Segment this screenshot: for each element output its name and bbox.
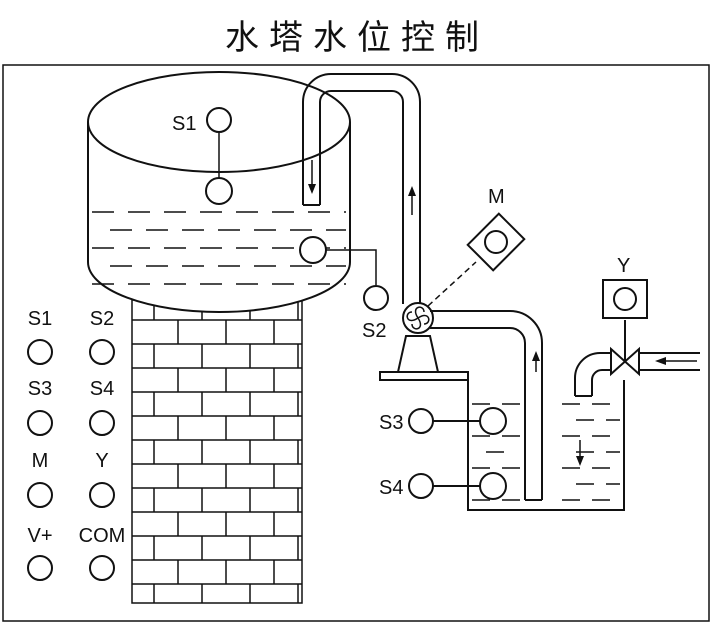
terminal-label: M bbox=[32, 450, 49, 472]
s2-tower-label: S2 bbox=[362, 320, 386, 342]
valve-label: Y bbox=[617, 255, 630, 277]
flow-arrow-up-suction bbox=[532, 351, 540, 372]
terminal-socket[interactable] bbox=[89, 482, 115, 508]
diagram-frame bbox=[2, 64, 710, 622]
terminal-socket[interactable] bbox=[27, 555, 53, 581]
terminal-label: COM bbox=[79, 525, 126, 547]
suction-pipe bbox=[430, 310, 543, 501]
flow-arrow-down-tower bbox=[308, 160, 316, 194]
flow-arrow-down-reservoir bbox=[576, 440, 584, 466]
motor-label: M bbox=[488, 186, 505, 208]
s2-float bbox=[299, 236, 327, 264]
s2-sensor bbox=[363, 285, 389, 311]
tower-water-level bbox=[92, 211, 346, 285]
s1-sensor-top bbox=[206, 107, 232, 133]
s4-sensor bbox=[408, 473, 434, 499]
valve-actuator-icon bbox=[613, 287, 637, 311]
reservoir-tank bbox=[467, 380, 625, 511]
flow-arrow-up-riser bbox=[408, 186, 416, 215]
motor-box bbox=[466, 212, 526, 272]
inlet-pipe bbox=[574, 352, 700, 397]
terminal-label: S4 bbox=[90, 378, 114, 400]
s1-tower-label: S1 bbox=[172, 113, 196, 135]
s4-float bbox=[479, 472, 507, 500]
terminal-label: S2 bbox=[90, 308, 114, 330]
terminal-socket[interactable] bbox=[89, 410, 115, 436]
terminal-socket[interactable] bbox=[89, 339, 115, 365]
pump bbox=[379, 302, 469, 381]
s3-sensor bbox=[408, 408, 434, 434]
s2-wire bbox=[326, 249, 377, 285]
pump-impeller-icon bbox=[406, 306, 430, 330]
terminal-socket[interactable] bbox=[89, 555, 115, 581]
motor-shaft-link bbox=[427, 261, 477, 307]
brick-tower bbox=[131, 299, 303, 604]
terminal-label: V+ bbox=[27, 525, 52, 547]
s3-float bbox=[479, 407, 507, 435]
page-title: 水塔水位控制 bbox=[225, 18, 489, 58]
terminal-label: S3 bbox=[28, 378, 52, 400]
s1-float bbox=[205, 177, 233, 205]
s3-tank-label: S3 bbox=[379, 412, 403, 434]
terminal-socket[interactable] bbox=[27, 339, 53, 365]
terminal-label: S1 bbox=[28, 308, 52, 330]
terminal-socket[interactable] bbox=[27, 482, 53, 508]
flow-arrow-inlet bbox=[655, 357, 697, 365]
valve-body bbox=[610, 320, 640, 377]
riser-pipe bbox=[302, 73, 421, 304]
terminal-socket[interactable] bbox=[27, 410, 53, 436]
terminal-label: Y bbox=[95, 450, 108, 472]
s4-tank-label: S4 bbox=[379, 477, 403, 499]
